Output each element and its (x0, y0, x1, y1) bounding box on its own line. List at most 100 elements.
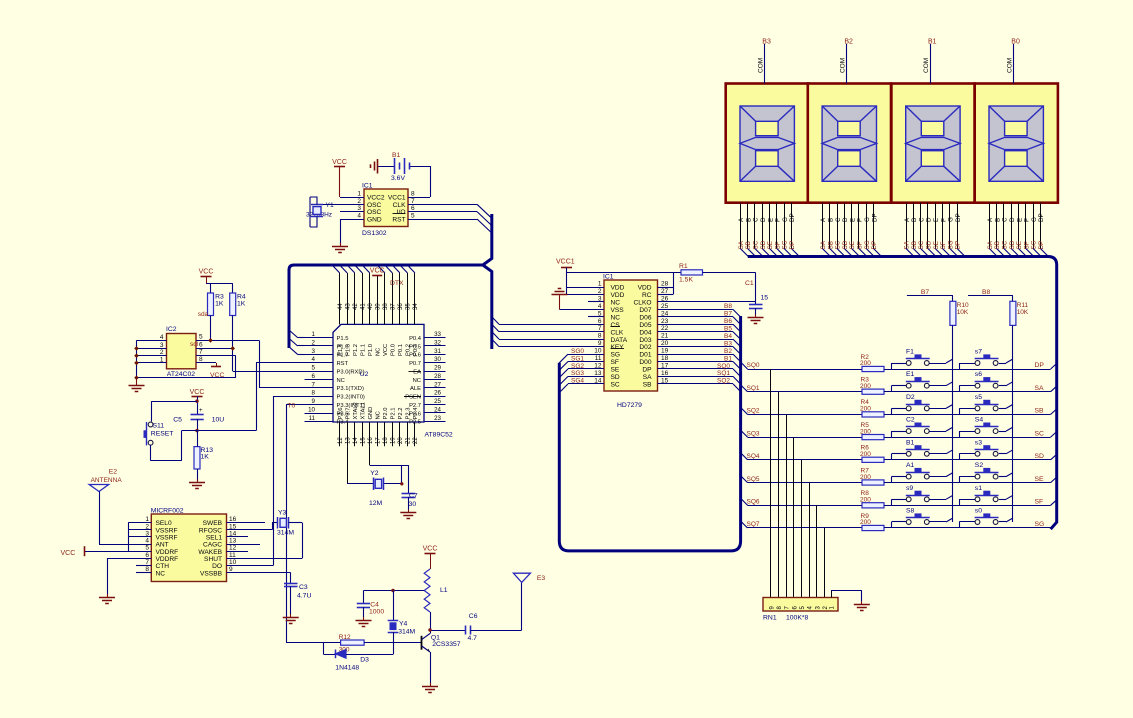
svg-text:2: 2 (598, 288, 602, 295)
svg-text:ANTENNA: ANTENNA (91, 477, 123, 484)
svg-text:9: 9 (229, 566, 233, 573)
svg-text:s0: s0 (975, 508, 982, 515)
svg-text:10: 10 (308, 406, 315, 413)
svg-text:7: 7 (785, 606, 791, 610)
svg-text:COM: COM (757, 58, 764, 73)
svg-text:D: D (842, 217, 849, 222)
svg-text:VDDRF: VDDRF (156, 549, 179, 556)
svg-text:IC2: IC2 (166, 326, 177, 333)
svg-text:P2.3: P2.3 (406, 408, 412, 420)
svg-text:DP: DP (1038, 241, 1045, 250)
svg-text:B: B (911, 218, 918, 222)
svg-text:CLK: CLK (393, 202, 406, 209)
svg-text:s3: s3 (975, 439, 982, 446)
svg-text:P3.4: P3.4 (337, 420, 350, 426)
svg-text:20: 20 (661, 340, 669, 347)
svg-text:27: 27 (434, 381, 441, 388)
svg-text:VDD: VDD (611, 285, 625, 292)
svg-text:1K: 1K (201, 454, 210, 461)
svg-text:SD: SD (842, 240, 849, 249)
svg-text:5: 5 (411, 213, 415, 220)
svg-text:R1: R1 (679, 263, 688, 270)
svg-text:NC: NC (375, 348, 381, 356)
svg-text:D: D (1009, 217, 1016, 222)
svg-text:2: 2 (357, 198, 361, 205)
svg-text:12: 12 (594, 362, 602, 369)
svg-text:P0.0: P0.0 (391, 344, 397, 356)
svg-text:29: 29 (434, 365, 441, 372)
svg-text:C: C (835, 217, 842, 222)
svg-text:5: 5 (800, 606, 806, 610)
svg-text:12: 12 (338, 437, 344, 444)
svg-text:P2.7: P2.7 (409, 403, 421, 409)
svg-text:E: E (933, 218, 940, 222)
svg-text:P1.0: P1.0 (368, 344, 374, 356)
svg-text:B1: B1 (906, 439, 915, 446)
svg-text:200: 200 (860, 383, 871, 390)
svg-text:DP: DP (789, 241, 796, 250)
svg-text:10: 10 (229, 559, 237, 566)
svg-text:C6: C6 (469, 613, 478, 620)
svg-text:10K: 10K (957, 309, 969, 316)
svg-text:E1: E1 (906, 371, 915, 378)
svg-text:B8: B8 (724, 303, 732, 310)
svg-text:C2: C2 (906, 417, 915, 424)
svg-text:SWEB: SWEB (203, 520, 223, 527)
svg-text:17: 17 (375, 437, 381, 444)
svg-text:1: 1 (357, 191, 361, 198)
svg-text:SD: SD (611, 374, 620, 381)
svg-text:P0.5: P0.5 (409, 344, 421, 350)
svg-text:5: 5 (145, 545, 149, 552)
svg-text:s7: s7 (975, 349, 982, 356)
svg-text:31: 31 (434, 348, 441, 355)
svg-text:10K: 10K (1017, 309, 1029, 316)
svg-text:Y1: Y1 (326, 202, 335, 209)
svg-text:11: 11 (595, 355, 602, 362)
svg-text:22: 22 (413, 437, 419, 444)
svg-text:VCC2: VCC2 (367, 195, 385, 202)
svg-text:SG: SG (1031, 240, 1038, 249)
svg-text:NC: NC (611, 300, 621, 307)
svg-text:R3: R3 (215, 294, 224, 301)
svg-text:19: 19 (391, 437, 397, 444)
svg-text:D01: D01 (639, 352, 651, 359)
svg-text:P2.5: P2.5 (409, 420, 421, 426)
svg-text:DP: DP (1035, 362, 1045, 369)
svg-text:14: 14 (353, 437, 359, 444)
svg-text:6: 6 (792, 606, 798, 610)
svg-text:8: 8 (199, 356, 203, 363)
svg-text:40: 40 (368, 303, 374, 310)
svg-text:15: 15 (761, 295, 769, 302)
svg-text:32: 32 (434, 339, 441, 346)
svg-text:1: 1 (145, 516, 149, 523)
svg-text:COM: COM (1006, 58, 1013, 73)
svg-text:DP: DP (955, 213, 962, 222)
svg-text:8: 8 (598, 333, 602, 340)
svg-text:D06: D06 (639, 314, 651, 321)
svg-text:P1.5: P1.5 (337, 336, 349, 342)
svg-text:4: 4 (160, 334, 164, 341)
svg-text:314M: 314M (398, 628, 415, 635)
svg-text:B3: B3 (762, 39, 771, 46)
svg-text:VCC: VCC (332, 159, 347, 166)
svg-text:P0.7: P0.7 (409, 361, 421, 367)
svg-text:s9: s9 (906, 485, 913, 492)
svg-text:R4: R4 (861, 399, 870, 406)
svg-text:NC: NC (375, 411, 381, 419)
svg-text:A: A (738, 217, 745, 222)
svg-text:RN1: RN1 (763, 615, 777, 622)
svg-text:R3: R3 (861, 377, 870, 384)
svg-text:2: 2 (145, 523, 149, 530)
svg-text:SA: SA (643, 374, 652, 381)
svg-text:DATA: DATA (611, 337, 628, 344)
svg-text:+: + (199, 408, 203, 414)
svg-text:P3.3(INT1): P3.3(INT1) (337, 403, 365, 409)
svg-text:SF: SF (1023, 241, 1030, 249)
svg-text:SQ4: SQ4 (747, 453, 760, 460)
svg-text:2CS3357: 2CS3357 (432, 641, 461, 648)
svg-text:B2: B2 (724, 348, 732, 355)
svg-text:NC: NC (413, 378, 421, 384)
svg-text:P3.6: P3.6 (338, 408, 344, 420)
svg-text:WAKEB: WAKEB (198, 549, 222, 556)
svg-text:200: 200 (860, 360, 871, 367)
